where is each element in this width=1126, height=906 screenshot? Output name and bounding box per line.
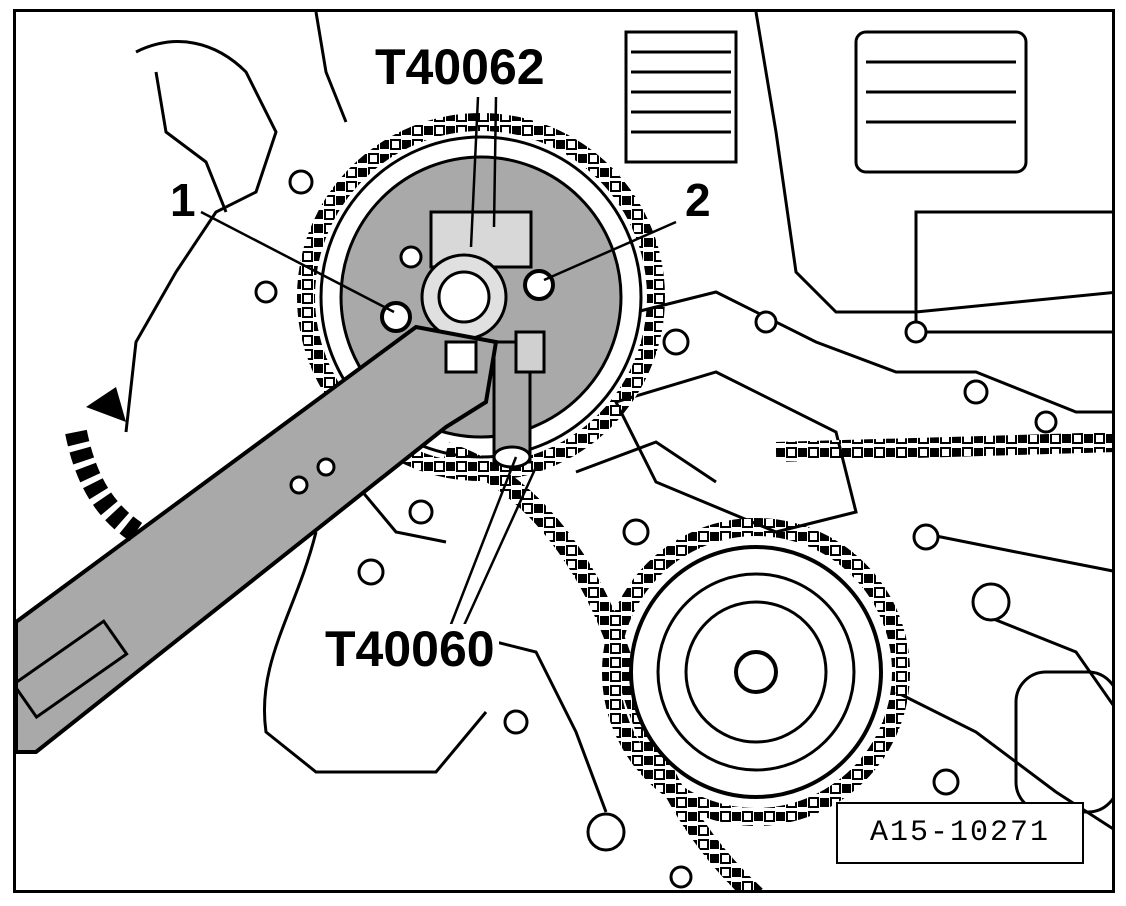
figure-id-box: A15-10271 [836,802,1084,864]
tool-label-t40062: T40062 [371,42,549,92]
item-label-1: 1 [170,174,196,226]
locking-pin-tool [492,330,546,469]
timing-chain [442,432,1112,890]
counterhold-wrench [16,324,499,754]
lower-sprocket [602,518,910,826]
bolt-heads [254,169,1058,889]
sprocket-bolt-2 [523,269,555,301]
engine-timing-illustration [16,12,1112,890]
diagram-frame: T40062 T40060 1 2 A15-10271 [13,9,1115,893]
item-label-2: 2 [685,174,711,226]
callout-leader-lines [200,96,677,633]
tool-label-t40060: T40060 [321,624,499,674]
counterclockwise-rotation-arrow-icon [65,387,143,542]
